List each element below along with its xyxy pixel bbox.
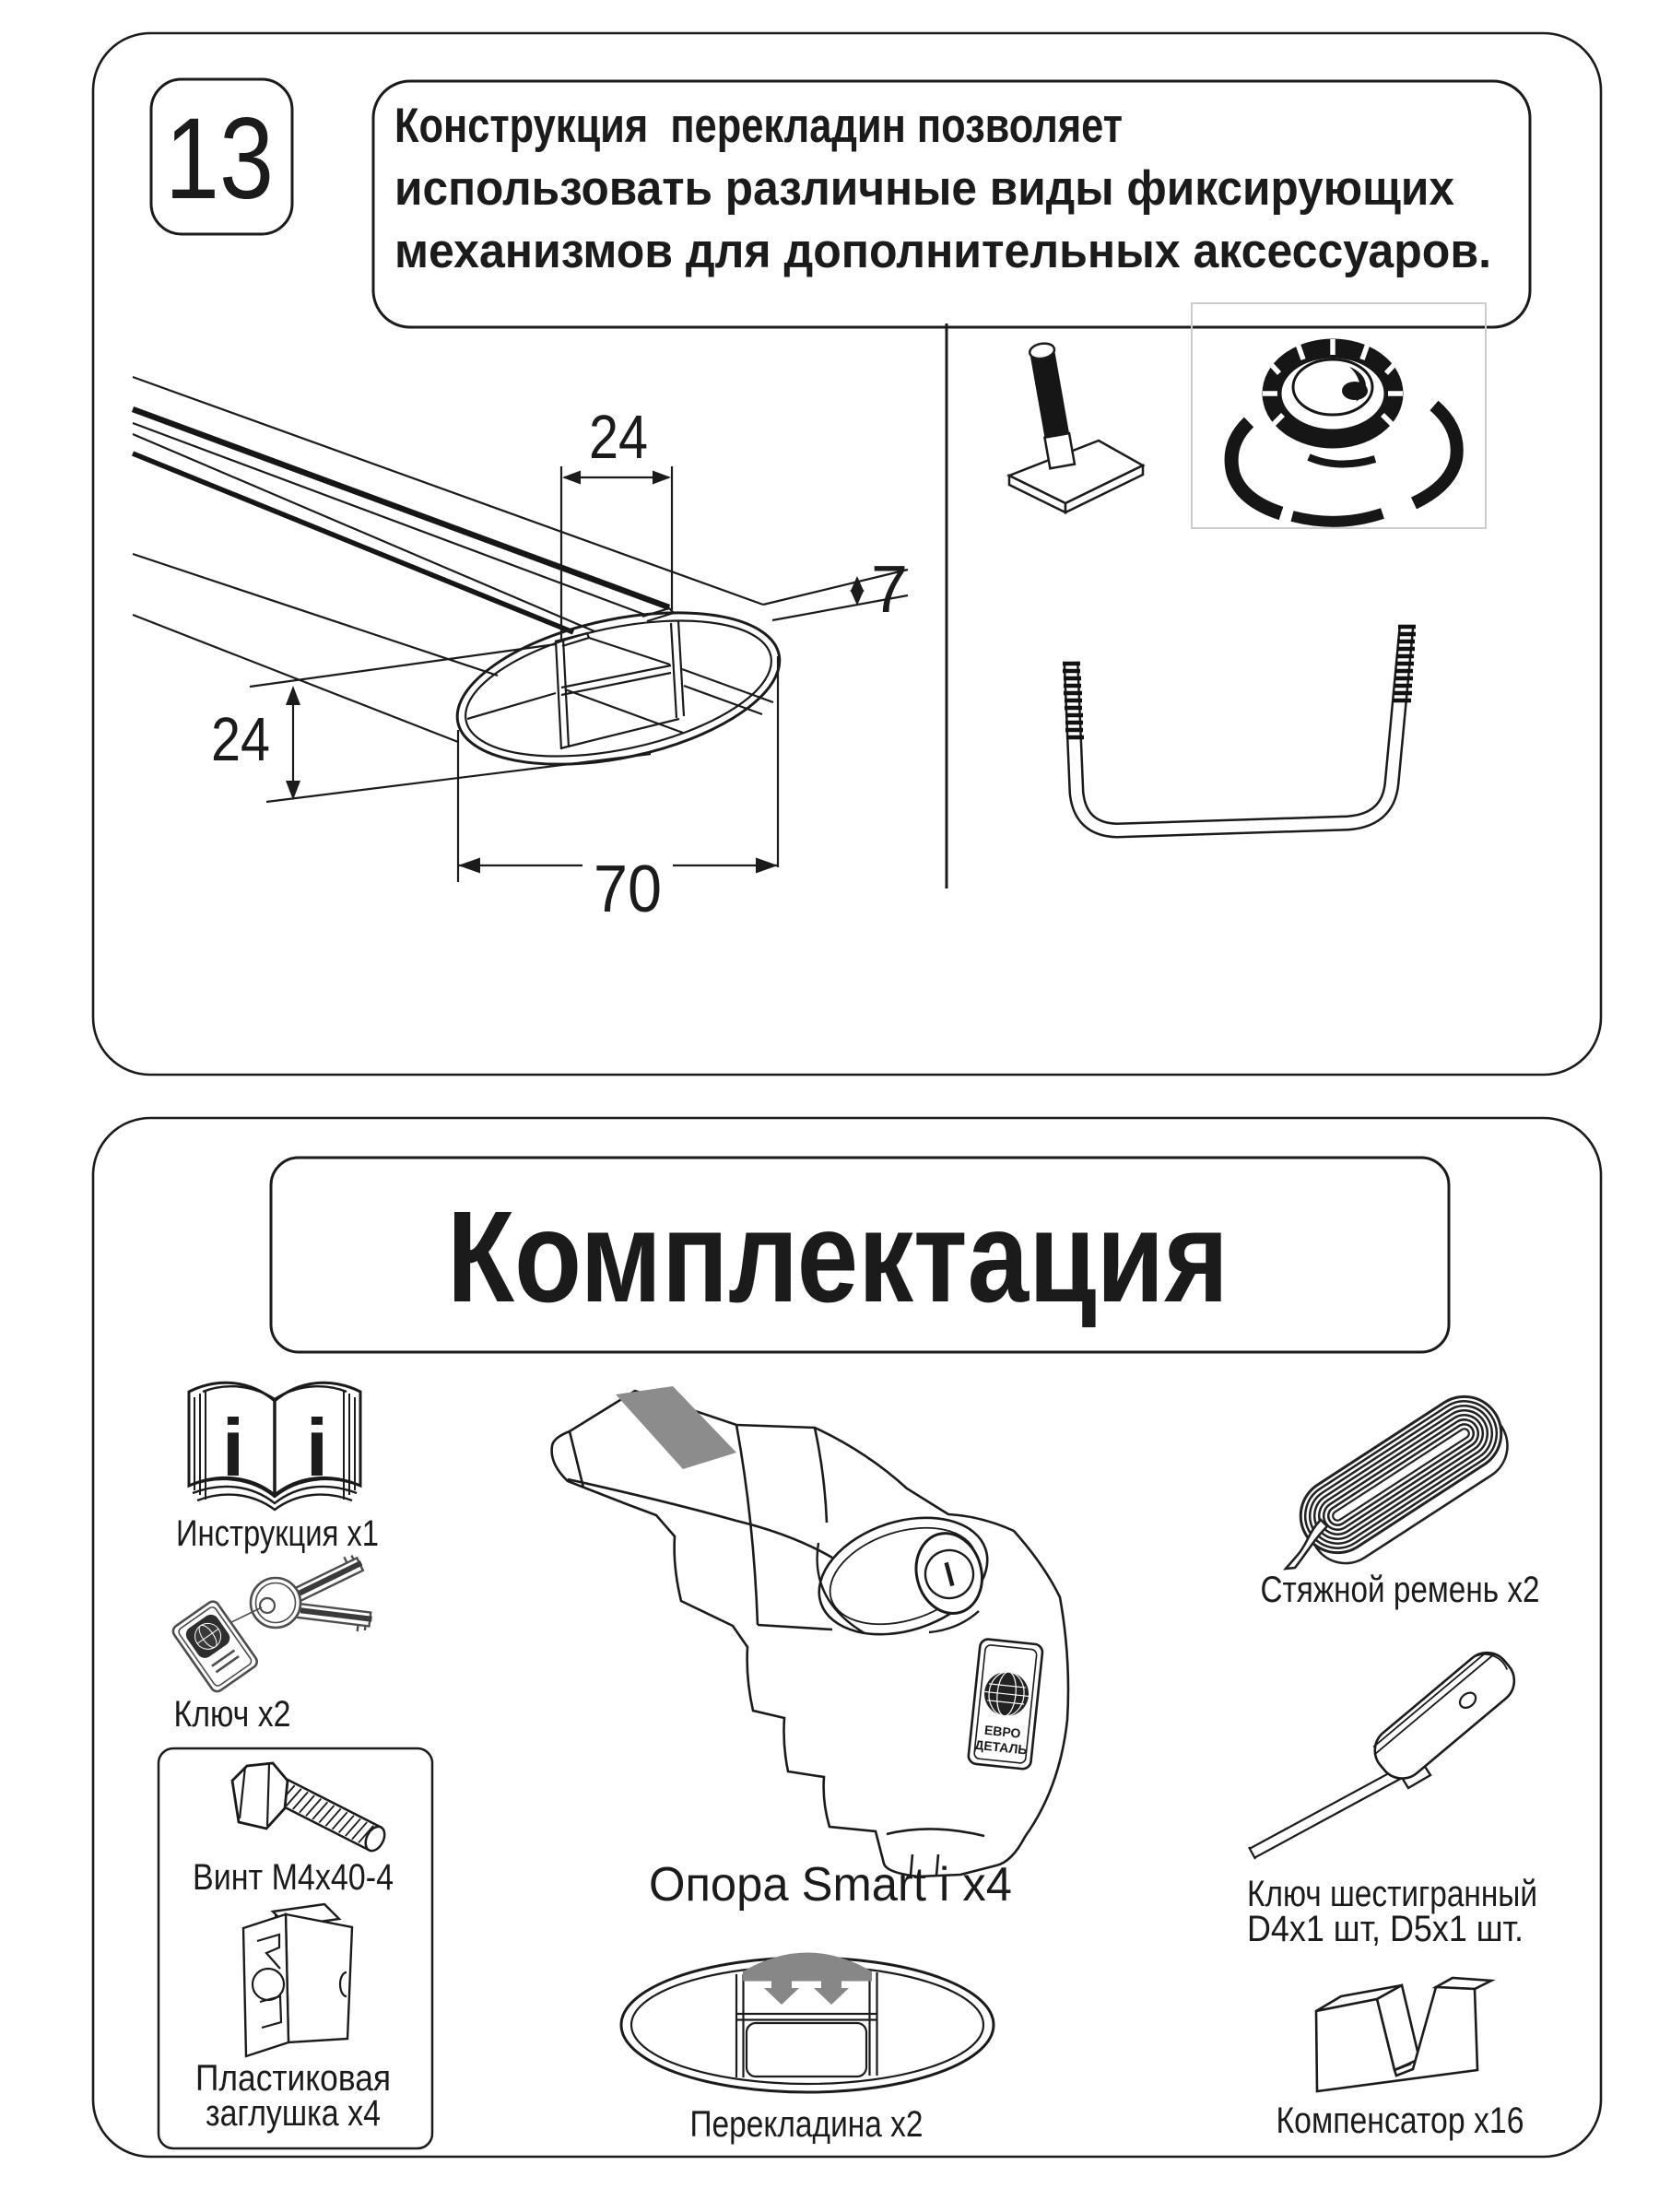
svg-text:Инструкция х1: Инструкция х1	[176, 1513, 379, 1554]
svg-text:70: 70	[594, 853, 662, 926]
svg-text:Винт М4х40-4: Винт М4х40-4	[193, 1857, 394, 1898]
svg-text:механизмов для дополнительных: механизмов для дополнительных аксессуаро…	[394, 224, 1491, 278]
svg-text:24: 24	[589, 403, 648, 472]
svg-text:i: i	[306, 1402, 328, 1493]
svg-text:использовать различные виды фи: использовать различные виды фиксирующих	[394, 161, 1454, 216]
svg-text:13: 13	[165, 95, 274, 223]
svg-text:Пластиковая: Пластиковая	[195, 2058, 391, 2099]
svg-text:Стяжной ремень х2: Стяжной ремень х2	[1261, 1570, 1540, 1610]
svg-text:Перекладина х2: Перекладина х2	[690, 2104, 924, 2145]
svg-text:Компенсатор х16: Компенсатор х16	[1277, 2100, 1524, 2141]
svg-text:i: i	[222, 1402, 244, 1493]
svg-text:Конструкция перекладин позвол: Конструкция перекладин позволяет	[394, 99, 1123, 153]
svg-text:Опора Smart i x4: Опора Smart i x4	[649, 1858, 1012, 1912]
svg-text:D4x1 шт, D5x1 шт.: D4x1 шт, D5x1 шт.	[1247, 1909, 1524, 1949]
svg-text:ЕВРО: ЕВРО	[983, 1723, 1021, 1741]
svg-text:Ключ х2: Ключ х2	[174, 1694, 291, 1735]
svg-text:ДЕТАЛЬ: ДЕТАЛЬ	[974, 1737, 1029, 1758]
svg-text:заглушка х4: заглушка х4	[206, 2093, 381, 2134]
svg-text:7: 7	[871, 553, 908, 627]
svg-text:24: 24	[211, 705, 270, 774]
svg-text:Комплектация: Комплектация	[447, 1183, 1229, 1329]
svg-text:Ключ шестигранный: Ключ шестигранный	[1247, 1874, 1537, 1914]
